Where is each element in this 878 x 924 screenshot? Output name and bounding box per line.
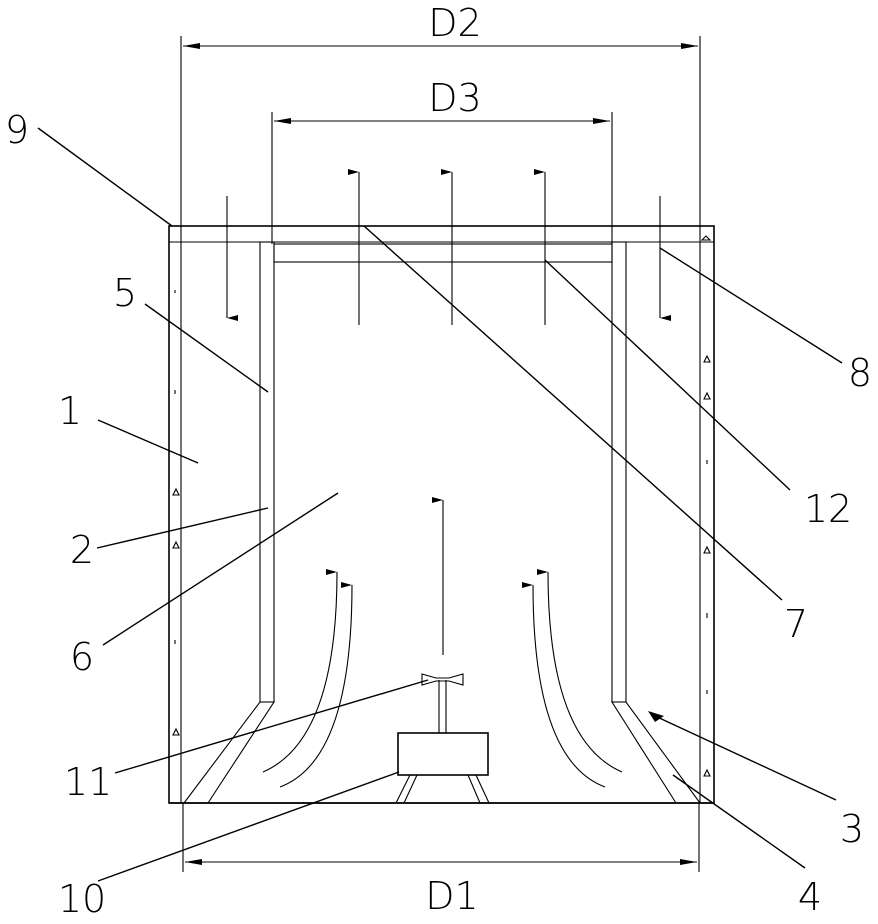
dim-label-d1: D1 [425, 874, 478, 918]
part-label-10: 10 [58, 877, 106, 919]
dim-label-d3: D3 [428, 76, 481, 120]
part-label-6: 6 [70, 635, 94, 679]
top-filter-layer [273, 243, 613, 263]
part-label-5: 5 [113, 271, 137, 315]
part-label-7: 7 [784, 602, 808, 646]
part-label-3: 3 [840, 807, 864, 851]
part-label-1: 1 [58, 389, 82, 433]
part-label-8: 8 [848, 351, 872, 395]
dimension-lines [180, 36, 701, 872]
part-label-12: 12 [804, 487, 852, 531]
dim-label-d2: D2 [428, 1, 481, 45]
part-label-2: 2 [70, 528, 94, 572]
arrowhead-3 [648, 711, 664, 722]
airflow-arrows [226, 169, 671, 788]
outer-shell [168, 225, 715, 804]
leader-lines [37, 127, 843, 882]
part-label-9: 9 [5, 108, 29, 152]
inner-liner [182, 241, 702, 804]
fan-assembly [395, 673, 490, 804]
part-label-4: 4 [798, 875, 822, 919]
part-label-11: 11 [64, 760, 112, 804]
